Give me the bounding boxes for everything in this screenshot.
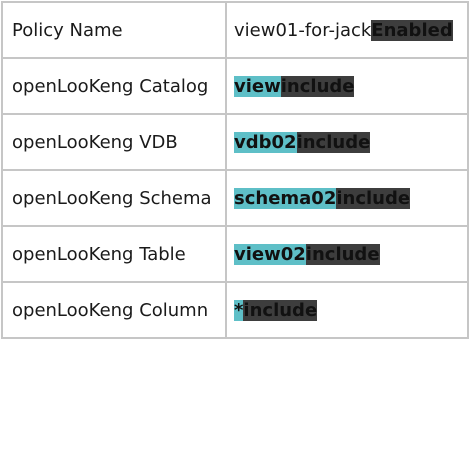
table-row: openLooKeng Schema schema02include [1,169,469,227]
table-row: Policy Name view01-for-jackEnabled [1,1,469,59]
row-label: openLooKeng Table [1,225,227,283]
include-badge: include [296,132,371,153]
table-value: view02 [234,244,306,265]
row-value: vdb02include [225,113,469,171]
catalog-value: view [234,76,281,97]
table-row: openLooKeng Column *include [1,281,469,339]
row-value: schema02include [225,169,469,227]
row-label: openLooKeng Column [1,281,227,339]
include-badge: include [243,300,318,321]
include-badge: include [336,188,411,209]
status-badge: Enabled [371,20,453,41]
include-badge: include [280,76,355,97]
row-label: openLooKeng Catalog [1,57,227,115]
row-value: view02include [225,225,469,283]
row-value: *include [225,281,469,339]
table-row: openLooKeng Catalog viewinclude [1,57,469,115]
table-row: openLooKeng Table view02include [1,225,469,283]
policy-name-text: view01-for-jack [234,20,372,41]
row-value: view01-for-jackEnabled [225,1,469,59]
vdb-value: vdb02 [234,132,297,153]
column-value: * [234,300,244,321]
row-label: openLooKeng Schema [1,169,227,227]
policy-table: Policy Name view01-for-jackEnabled openL… [1,1,469,339]
include-badge: include [305,244,380,265]
row-label: openLooKeng VDB [1,113,227,171]
table-row: openLooKeng VDB vdb02include [1,113,469,171]
schema-value: schema02 [234,188,337,209]
row-label: Policy Name [1,1,227,59]
row-value: viewinclude [225,57,469,115]
